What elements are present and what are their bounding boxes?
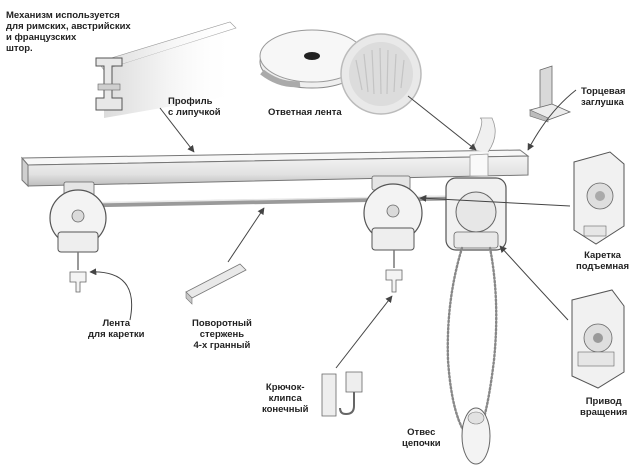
leader-end-cap [527, 89, 577, 151]
label-rod: Поворотный стержень 4-х гранный [192, 318, 252, 351]
label-carriage-tape: Лента для каретки [88, 318, 145, 340]
drive-unit [445, 177, 507, 251]
carriage-left [49, 181, 107, 293]
drive-detail [571, 289, 625, 389]
carriage-lift-detail [573, 151, 625, 245]
rod-sample [185, 263, 247, 305]
leader-lines [89, 89, 577, 369]
carriage-middle [363, 175, 423, 293]
label-counter-tape: Ответная лента [268, 107, 342, 118]
bead-chain [446, 246, 498, 442]
hook-clip [321, 371, 363, 417]
label-end-cap: Торцевая заглушка [581, 86, 626, 108]
label-carriage-lift: Каретка подъемная [576, 250, 629, 272]
label-drive: Привод вращения [580, 396, 628, 418]
main-rail [20, 117, 530, 188]
leader-carriage-tape [89, 268, 133, 321]
label-profile: Профиль с липучкой [168, 96, 221, 118]
leader-drive [499, 245, 569, 321]
leader-carriage-lift [419, 194, 571, 207]
profile-section [95, 21, 237, 118]
velcro-magnifier [340, 33, 422, 115]
leader-hook [335, 295, 393, 369]
counter-tape-roll [259, 29, 365, 89]
chain-weight [461, 407, 491, 465]
label-chain-weight: Отвес цепочки [402, 427, 441, 449]
leader-velcro [407, 95, 477, 151]
leader-profile [159, 107, 195, 153]
leader-rod [227, 207, 265, 263]
label-mechanism-note: Механизм используется для римских, австр… [6, 10, 131, 54]
end-cap [528, 65, 572, 123]
label-hook: Крючок- клипса конечный [262, 382, 309, 415]
